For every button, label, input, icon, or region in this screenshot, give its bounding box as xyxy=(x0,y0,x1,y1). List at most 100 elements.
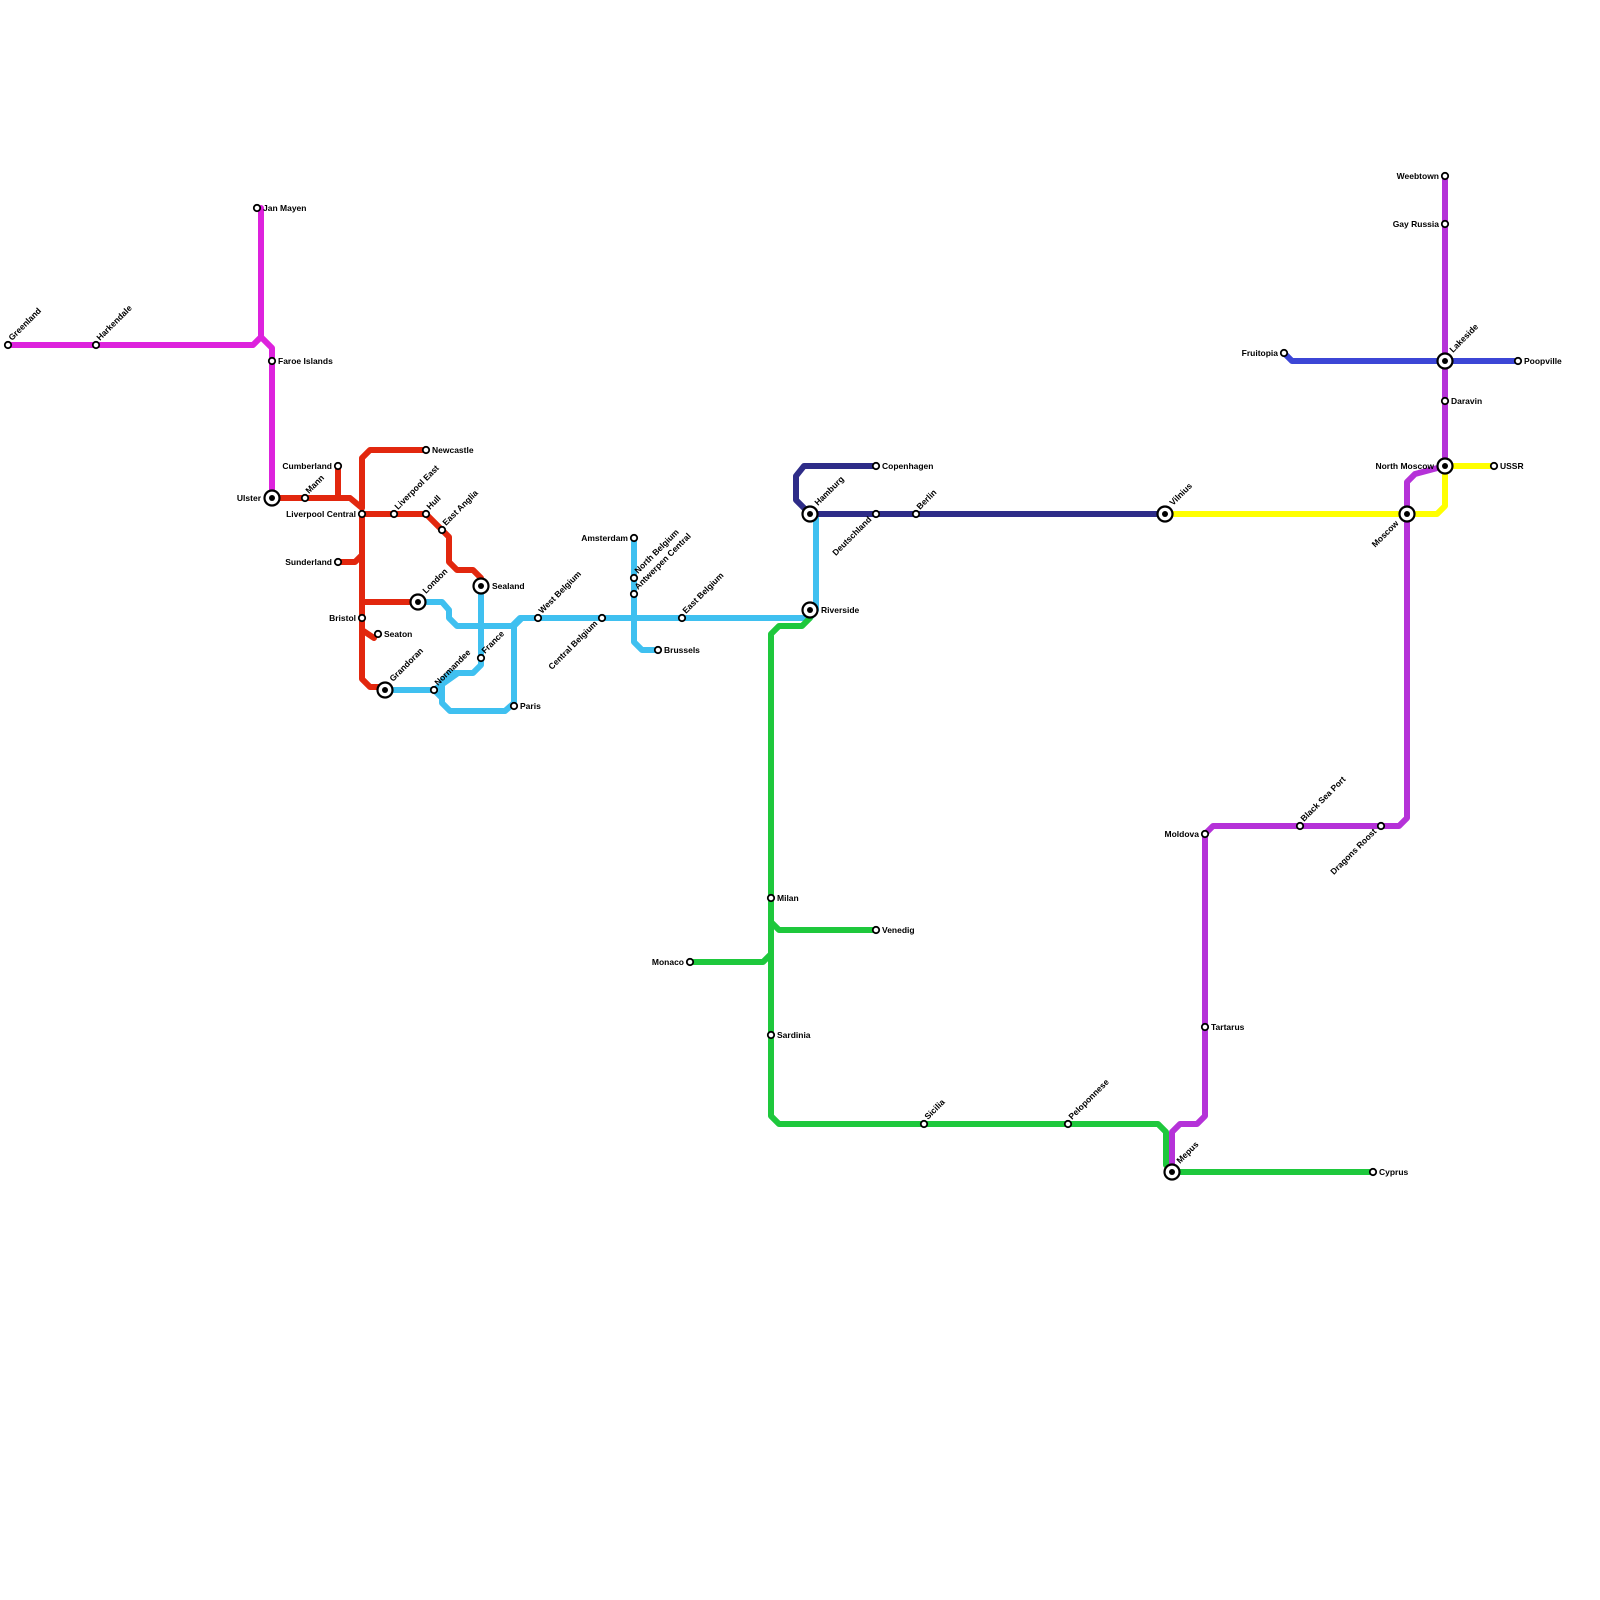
station-peloponnese[interactable]: Peloponnese xyxy=(1063,1077,1111,1129)
station-label: Milan xyxy=(777,893,799,903)
station-riverside[interactable]: Riverside xyxy=(801,601,860,619)
station-cyprus[interactable]: Cyprus xyxy=(1368,1167,1409,1177)
station-label: West Belgium xyxy=(536,568,583,615)
station-central-belgium[interactable]: Central Belgium xyxy=(546,613,607,672)
station-label: Central Belgium xyxy=(546,618,599,671)
station-west-belgium[interactable]: West Belgium xyxy=(533,568,584,623)
station-marker xyxy=(653,645,663,655)
navy-line xyxy=(793,463,1168,517)
station-east-anglia[interactable]: East Anglia xyxy=(437,488,480,535)
station-newcastle[interactable]: Newcastle xyxy=(421,445,474,455)
station-black-sea-port[interactable]: Black Sea Port xyxy=(1295,774,1348,831)
interchange-dot xyxy=(1169,1169,1175,1175)
station-weebtown[interactable]: Weebtown xyxy=(1397,171,1450,181)
station-tartarus[interactable]: Tartarus xyxy=(1200,1022,1245,1032)
station-copenhagen[interactable]: Copenhagen xyxy=(871,461,934,471)
station-label: East Belgium xyxy=(680,570,725,615)
station-label: Berlin xyxy=(914,487,938,511)
station-label: Hull xyxy=(424,493,442,511)
station-label: Black Sea Port xyxy=(1298,774,1347,823)
station-label: Peloponnese xyxy=(1066,1077,1111,1122)
station-faroe-islands[interactable]: Faroe Islands xyxy=(267,356,333,366)
station-marker xyxy=(421,445,431,455)
station-label: Faroe Islands xyxy=(278,356,333,366)
station-marker xyxy=(252,203,262,213)
station-marker xyxy=(267,356,277,366)
station-marker xyxy=(871,509,881,519)
interchange-dot xyxy=(415,599,421,605)
station-hull[interactable]: Hull xyxy=(421,493,443,519)
station-bristol[interactable]: Bristol xyxy=(329,613,367,623)
route-lines xyxy=(5,173,1521,1175)
station-sunderland[interactable]: Sunderland xyxy=(285,557,343,567)
station-label: Sardinia xyxy=(777,1030,811,1040)
station-label: Weebtown xyxy=(1397,171,1439,181)
station-label: Copenhagen xyxy=(882,461,933,471)
station-marker xyxy=(389,509,399,519)
station-marker xyxy=(1513,356,1523,366)
station-poopville[interactable]: Poopville xyxy=(1513,356,1562,366)
station-paris[interactable]: Paris xyxy=(509,701,541,711)
station-sealand[interactable]: Sealand xyxy=(472,577,525,595)
station-north-moscow[interactable]: North Moscow xyxy=(1375,457,1454,475)
station-label: Brussels xyxy=(664,645,700,655)
station-label: Deutschland xyxy=(830,514,873,557)
station-dragons-roost[interactable]: Dragons Roost xyxy=(1328,821,1386,877)
station-amsterdam[interactable]: Amsterdam xyxy=(581,533,639,543)
station-marker xyxy=(509,701,519,711)
station-label: Poopville xyxy=(1524,356,1562,366)
interchange-dot xyxy=(807,607,813,613)
magenta-line xyxy=(5,205,275,501)
station-deutschland[interactable]: Deutschland xyxy=(830,509,881,558)
station-marker xyxy=(357,509,367,519)
station-cumberland[interactable]: Cumberland xyxy=(282,461,343,471)
station-marker xyxy=(1279,348,1289,358)
station-marker xyxy=(1063,1119,1073,1129)
station-label: Hamburg xyxy=(812,474,845,507)
station-label: Cyprus xyxy=(1379,1167,1409,1177)
station-label: Amsterdam xyxy=(581,533,628,543)
station-daravin[interactable]: Daravin xyxy=(1440,396,1482,406)
station-ulster[interactable]: Ulster xyxy=(237,489,281,507)
station-harkendale[interactable]: Harkendale xyxy=(91,303,134,350)
station-label: Venedig xyxy=(882,925,915,935)
station-marker xyxy=(1376,821,1386,831)
station-venedig[interactable]: Venedig xyxy=(871,925,915,935)
station-milan[interactable]: Milan xyxy=(766,893,799,903)
station-east-belgium[interactable]: East Belgium xyxy=(677,570,726,623)
station-marker xyxy=(1295,821,1305,831)
station-brussels[interactable]: Brussels xyxy=(653,645,700,655)
station-label: Grandoran xyxy=(387,646,425,684)
station-label: Liverpool Central xyxy=(286,509,356,519)
red-line xyxy=(269,447,484,690)
station-monaco[interactable]: Monaco xyxy=(652,957,695,967)
station-jan-mayen[interactable]: Jan Mayen xyxy=(252,203,307,213)
station-marker xyxy=(429,685,439,695)
station-marker xyxy=(685,957,695,967)
interchange-dot xyxy=(269,495,275,501)
interchange-dot xyxy=(1442,358,1448,364)
station-gay-russia[interactable]: Gay Russia xyxy=(1393,219,1450,229)
station-marker xyxy=(919,1119,929,1129)
station-label: Seaton xyxy=(384,629,412,639)
station-seaton[interactable]: Seaton xyxy=(373,629,413,639)
station-label: USSR xyxy=(1500,461,1524,471)
station-ussr[interactable]: USSR xyxy=(1489,461,1524,471)
station-sardinia[interactable]: Sardinia xyxy=(766,1030,811,1040)
station-marker xyxy=(1440,396,1450,406)
station-liverpool-central[interactable]: Liverpool Central xyxy=(286,509,367,519)
station-label: Mepus xyxy=(1174,1139,1200,1165)
station-marker xyxy=(1368,1167,1378,1177)
station-label: Bristol xyxy=(329,613,356,623)
station-marker xyxy=(1200,829,1210,839)
station-marker xyxy=(421,509,431,519)
station-moldova[interactable]: Moldova xyxy=(1165,829,1210,839)
station-label: Greenland xyxy=(6,306,43,343)
station-marker xyxy=(911,509,921,519)
station-greenland[interactable]: Greenland xyxy=(3,306,43,350)
station-marker xyxy=(333,461,343,471)
station-marker xyxy=(629,533,639,543)
station-fruitopia[interactable]: Fruitopia xyxy=(1242,348,1289,358)
station-label: Cumberland xyxy=(282,461,332,471)
